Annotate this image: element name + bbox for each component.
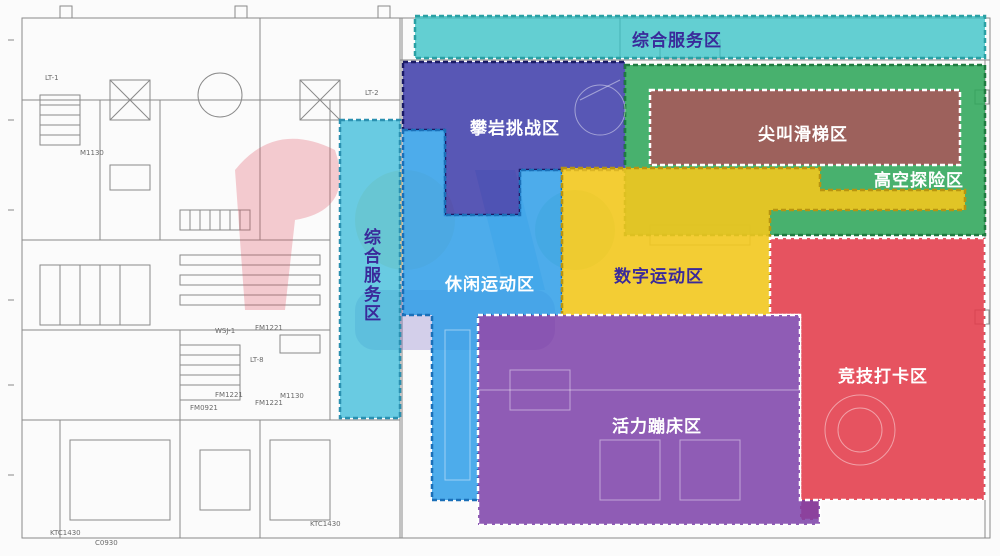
zone-label-leisure-sports: 休闲运动区 — [445, 275, 535, 295]
plan-label-ktc2: KTC1430 — [50, 529, 81, 537]
plan-label-m1: M1130 — [80, 149, 104, 157]
zone-label-competitive: 竞技打卡区 — [838, 367, 928, 387]
plan-label-fm4: FM0921 — [190, 404, 218, 412]
plan-label-fm2: FM1221 — [215, 391, 243, 399]
zone-trampoline — [476, 313, 822, 527]
zone-service-left — [338, 118, 402, 420]
zone-service-top — [413, 14, 987, 60]
zone-label-service-top: 综合服务区 — [632, 31, 722, 51]
plan-label-fm3: FM1221 — [255, 399, 283, 407]
plan-label-lt1: LT-1 — [45, 74, 59, 82]
zone-label-climbing: 攀岩挑战区 — [470, 119, 560, 139]
zone-label-slide: 尖叫滑梯区 — [758, 125, 848, 145]
zone-label-high-altitude: 高空探险区 — [874, 171, 964, 191]
plan-label-ktc: KTC1430 — [310, 520, 341, 528]
plan-label-fm1: FM1221 — [255, 324, 283, 332]
plan-label-m2: M1130 — [280, 392, 304, 400]
zone-label-digital-sports: 数字运动区 — [614, 267, 704, 287]
plan-label-lt2: LT-2 — [365, 89, 379, 97]
zone-label-service-left: 综合服务区 — [360, 228, 380, 323]
plan-label-wsj1: WSJ-1 — [215, 327, 235, 335]
plan-label-c0930: C0930 — [95, 539, 118, 547]
plan-label-lt8: LT-8 — [250, 356, 264, 364]
zone-slide — [648, 88, 962, 167]
zone-label-trampoline: 活力蹦床区 — [612, 417, 702, 437]
